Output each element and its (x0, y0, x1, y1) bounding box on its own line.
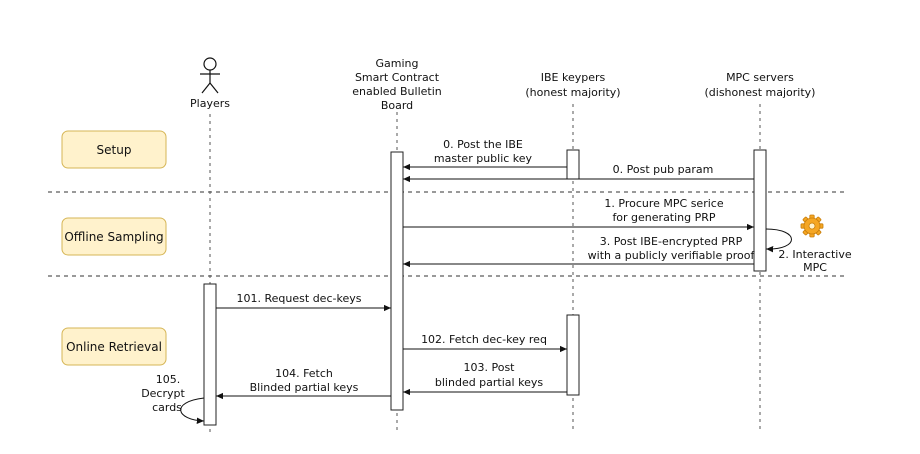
msg-0b: 0. Post pub param (613, 163, 714, 176)
msg-0a-line2: master public key (434, 152, 533, 165)
phase-online-label: Online Retrieval (66, 340, 162, 354)
phase-offline-label: Offline Sampling (64, 230, 163, 244)
msg-103-line1: 103. Post (463, 361, 515, 374)
activation-contract (390, 151, 404, 411)
msg-105-line2: Decrypt (141, 387, 185, 400)
participant-players: Players (190, 97, 230, 110)
msg-0a-line1: 0. Post the IBE (443, 138, 523, 151)
msg-103-line2: blinded partial keys (435, 376, 543, 389)
participant-contract-line1: Gaming (376, 57, 419, 70)
participant-contract-line2: Smart Contract (355, 71, 440, 84)
gear-icon (800, 214, 824, 238)
msg-1-line2: for generating PRP (612, 211, 715, 224)
participant-ibe-line2: (honest majority) (525, 86, 620, 99)
msg-1-line1: 1. Procure MPC serice (604, 197, 723, 210)
msg-102: 102. Fetch dec-key req (421, 333, 547, 346)
msg-101: 101. Request dec-keys (237, 292, 362, 305)
activation-players (203, 283, 217, 426)
participant-contract-line3: enabled Bulletin (352, 85, 442, 98)
msg-104-line1: 104. Fetch (275, 367, 333, 380)
msg-104-line2: Blinded partial keys (250, 381, 359, 394)
participant-contract-line4: Board (381, 99, 413, 112)
activation-ibe-setup (566, 149, 580, 180)
msg-105-line1: 105. (156, 373, 181, 386)
msg-2-line2: MPC (803, 261, 827, 274)
participant-mpc-line2: (dishonest majority) (705, 86, 816, 99)
phase-setup-box (61, 130, 167, 169)
arrow-decrypt-cards-loop (180, 397, 205, 424)
phase-offline-box (61, 217, 167, 256)
phase-setup-label: Setup (97, 143, 132, 157)
participant-ibe-line1: IBE keypers (541, 71, 606, 84)
activation-ibe-online (566, 314, 580, 396)
stick-figure-icon (200, 57, 220, 94)
arrow-interactive-mpc-loop (765, 228, 792, 253)
msg-3-line1: 3. Post IBE-encrypted PRP (600, 235, 743, 248)
participant-mpc-line1: MPC servers (726, 71, 794, 84)
phase-online-box (61, 327, 167, 366)
msg-2-line1: 2. Interactive (778, 248, 851, 261)
activation-mpc (753, 149, 767, 272)
msg-3-line2: with a publicly verifiable proof (588, 249, 756, 262)
msg-105-line3: cards (152, 401, 182, 414)
